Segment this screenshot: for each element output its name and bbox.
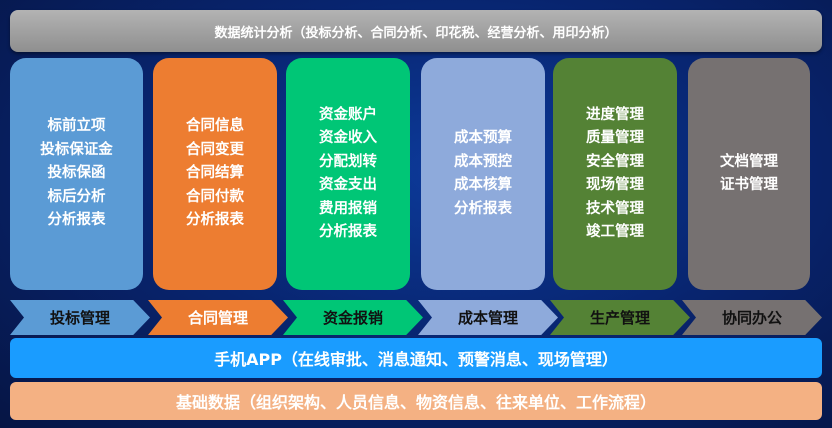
module-item: 资金支出 <box>319 177 377 193</box>
module-item: 费用报销 <box>319 200 377 217</box>
module-item: 成本预控 <box>454 153 512 170</box>
module-label-arrow: 成本管理 <box>418 300 558 335</box>
module-item: 成本核算 <box>454 177 512 193</box>
module-item: 进度管理 <box>586 106 644 123</box>
module-item: 证书管理 <box>720 177 778 193</box>
module-item: 分析报表 <box>454 200 512 217</box>
module-column: 合同信息合同变更合同结算合同付款分析报表 <box>153 58 277 290</box>
module-label-arrow: 资金报销 <box>283 300 423 335</box>
module-item: 安全管理 <box>586 153 644 170</box>
module-item: 合同变更 <box>186 141 244 158</box>
module-column: 成本预算成本预控成本核算分析报表 <box>421 58 545 290</box>
module-item: 标后分析 <box>47 188 106 205</box>
module-item: 资金账户 <box>319 106 377 123</box>
module-column: 文档管理证书管理 <box>688 58 810 290</box>
module-item: 资金收入 <box>319 130 377 146</box>
module-item: 文档管理 <box>720 153 778 170</box>
module-label-arrow: 生产管理 <box>550 300 690 335</box>
module-item: 竣工管理 <box>586 224 644 240</box>
module-item: 合同付款 <box>186 188 244 205</box>
module-item: 分析报表 <box>186 212 244 229</box>
module-item: 合同信息 <box>186 118 244 135</box>
module-column: 进度管理质量管理安全管理现场管理技术管理竣工管理 <box>553 58 677 290</box>
module-label-arrow: 投标管理 <box>10 300 150 335</box>
module-item: 技术管理 <box>586 200 644 217</box>
module-item: 分析报表 <box>47 212 106 229</box>
module-item: 合同结算 <box>186 165 244 182</box>
mobile-app-bar: 手机APP（在线审批、消息通知、预警消息、现场管理） <box>10 338 822 378</box>
module-item: 分析报表 <box>319 224 377 240</box>
module-label-arrow: 合同管理 <box>148 300 288 335</box>
module-item: 成本预算 <box>454 130 512 146</box>
module-column: 标前立项投标保证金投标保函标后分析分析报表 <box>10 58 143 290</box>
data-analysis-bar: 数据统计分析（投标分析、合同分析、印花税、经营分析、用印分析） <box>10 10 822 52</box>
module-item: 投标保证金 <box>40 141 113 158</box>
module-column: 资金账户资金收入分配划转资金支出费用报销分析报表 <box>286 58 410 290</box>
module-label-arrow: 协同办公 <box>682 300 822 335</box>
module-item: 质量管理 <box>586 130 644 146</box>
module-item: 分配划转 <box>319 153 377 170</box>
module-item: 现场管理 <box>586 177 644 193</box>
module-item: 标前立项 <box>47 118 106 135</box>
module-item: 投标保函 <box>47 165 106 182</box>
base-data-bar: 基础数据（组织架构、人员信息、物资信息、往来单位、工作流程） <box>10 382 822 420</box>
